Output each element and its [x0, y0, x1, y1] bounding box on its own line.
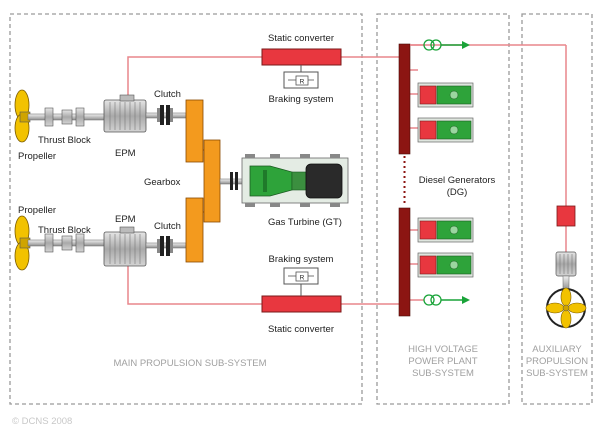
thrust-block-top-label: Thrust Block [38, 135, 91, 146]
gearbox-icon [185, 99, 221, 263]
gas-turbine-label: Gas Turbine (GT) [268, 217, 342, 228]
thrust-block-top-icon [44, 107, 85, 127]
hv-label-line2: POWER PLANT [408, 356, 477, 367]
clutch-bottom-icon [157, 236, 173, 256]
propeller-bottom-label: Propeller [18, 205, 56, 216]
clutch-bottom-label: Clutch [154, 221, 181, 232]
hv-busbar-top [398, 43, 411, 155]
aux-converter-icon [556, 205, 576, 227]
propeller-bottom-icon [14, 215, 31, 271]
diesel-generator-3-icon [417, 217, 474, 243]
aux-label-line2: PROPULSION [526, 356, 588, 367]
braking-resistor-bottom: R [300, 275, 305, 282]
thrust-block-bottom-label: Thrust Block [38, 225, 91, 236]
diesel-generators-label-line2: (DG) [447, 187, 468, 198]
clutch-top-icon [157, 105, 173, 125]
static-converter-bottom [261, 295, 342, 313]
aux-motor-icon [555, 251, 577, 291]
thrust-block-bottom-icon [44, 233, 85, 253]
main-propulsion-label: MAIN PROPULSION SUB-SYSTEM [113, 358, 266, 369]
clutch-top-label: Clutch [154, 89, 181, 100]
static-converter-bottom-label: Static converter [268, 324, 334, 335]
braking-resistor-top: R [300, 79, 305, 86]
diesel-generator-1-icon [417, 82, 474, 108]
propeller-top-label: Propeller [18, 151, 56, 162]
gearbox-label: Gearbox [144, 177, 181, 188]
power-lines [127, 44, 567, 305]
main-propulsion-frame [9, 13, 363, 405]
copyright: © DCNS 2008 [12, 416, 72, 427]
hv-label-line1: HIGH VOLTAGE [408, 344, 478, 355]
aux-label-line3: SUB-SYSTEM [526, 368, 588, 379]
bottom-shaft-line [14, 215, 187, 271]
braking-system-top: R [283, 65, 319, 89]
auxiliary-propulsion-frame [521, 13, 593, 405]
top-shaft-line [14, 89, 187, 143]
transformer-bottom-icon [423, 294, 470, 306]
gt-coupling-icon [230, 172, 238, 190]
epm-top-icon [103, 94, 147, 133]
epm-bottom-icon [103, 226, 147, 267]
hv-power-plant-frame [376, 13, 510, 405]
hv-label-line3: SUB-SYSTEM [412, 368, 474, 379]
diesel-generator-4-icon [417, 252, 474, 278]
gas-turbine-icon [241, 154, 349, 207]
epm-bottom-label: EPM [115, 214, 136, 225]
epm-top-label: EPM [115, 148, 136, 159]
propeller-top-icon [14, 89, 31, 143]
hv-busbar-bottom [398, 207, 411, 317]
diesel-generator-2-icon [417, 117, 474, 143]
aux-label-line1: AUXILIARY [532, 344, 582, 355]
transformer-top-icon [410, 39, 470, 51]
static-converter-top-label: Static converter [268, 33, 334, 44]
aux-propeller-icon [545, 287, 587, 329]
braking-system-bottom-label: Braking system [269, 254, 334, 265]
braking-system-bottom: R [283, 267, 319, 296]
diesel-generators-label-line1: Diesel Generators [419, 175, 496, 186]
braking-system-top-label: Braking system [269, 94, 334, 105]
static-converter-top [261, 48, 342, 66]
